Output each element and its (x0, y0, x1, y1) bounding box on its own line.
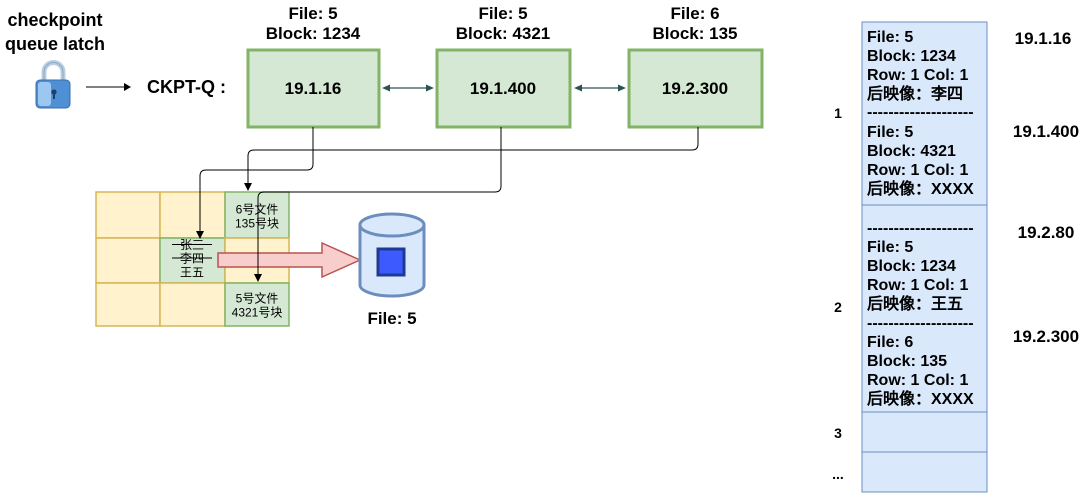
redo-entry-separator: -------------------- (867, 104, 974, 121)
redo-lsn-label-4: 19.2.300 (1013, 327, 1079, 346)
redo-entry-1-file: File: 5 (867, 29, 913, 46)
cache-block-r3c2 (159, 282, 226, 327)
queue-link-2-3 (574, 84, 626, 92)
redo-entry-4-block: Block: 135 (867, 353, 947, 370)
redo-entry-separator: -------------------- (867, 315, 974, 332)
buffer-2-file-label: File: 5 (478, 4, 527, 23)
redo-group-number-more: ... (832, 466, 844, 482)
redo-entry-4-row-col: Row: 1 Col: 1 (867, 372, 968, 389)
datafile-label: File: 5 (367, 309, 416, 328)
cache-block-r3c1 (95, 282, 161, 327)
buffer-2-block-label: Block: 4321 (456, 24, 551, 43)
buffer-3-box (627, 48, 764, 129)
block-file6-line2: 135号块 (235, 217, 279, 231)
redo-entry-4-after-image: 后映像：XXXX (867, 389, 974, 408)
buffer-1-lsn: 19.1.16 (285, 79, 342, 98)
redo-entry-1-block: Block: 1234 (867, 48, 956, 65)
redo-lsn-label-2: 19.1.400 (1013, 122, 1079, 141)
redo-entry-3-block: Block: 1234 (867, 258, 956, 275)
redo-entry-4-file: File: 6 (867, 334, 913, 351)
redo-log-box (861, 21, 988, 493)
buffer-3-file-label: File: 6 (670, 4, 719, 23)
queue-buffer-3: File: 6 Block: 135 19.2.300 (627, 4, 764, 129)
buffer-1-file-label: File: 5 (288, 4, 337, 23)
pointer-buffer2-to-block (254, 127, 502, 282)
latch-to-queue-arrow (86, 83, 131, 91)
redo-entry-2-row-col: Row: 1 Col: 1 (867, 162, 968, 179)
datafile-block-square (376, 247, 406, 277)
latch-label-line1: checkpoint (7, 10, 102, 30)
cache-block-r1c2 (159, 191, 226, 239)
redo-group-number-3: 3 (834, 425, 842, 441)
datafile-cylinder-top (358, 212, 426, 238)
block-file5-line2: 4321号块 (232, 306, 283, 320)
padlock-icon (35, 60, 71, 109)
queue-buffer-2: File: 5 Block: 4321 19.1.400 (435, 4, 572, 129)
queue-link-1-2 (382, 84, 434, 92)
block-file6-line1: 6号文件 (236, 202, 279, 217)
buffer-3-block-label: Block: 135 (652, 24, 737, 43)
buffer-1-block-label: Block: 1234 (266, 24, 361, 43)
redo-lsn-label-1: 19.1.16 (1015, 29, 1072, 48)
redo-entry-2-after-image: 后映像：XXXX (867, 179, 974, 198)
block-row-3: 王五 (180, 266, 204, 280)
database-icon (358, 212, 426, 298)
redo-entry-1-row-col: Row: 1 Col: 1 (867, 67, 968, 84)
cache-block-r1c1 (95, 191, 161, 239)
checkpoint-queue-label: CKPT-Q : (147, 77, 226, 97)
latch-label-line2: queue latch (5, 34, 105, 54)
redo-entry-separator: -------------------- (867, 220, 974, 237)
buffer-2-lsn: 19.1.400 (470, 79, 536, 98)
redo-entry-2-block: Block: 4321 (867, 143, 956, 160)
cache-block-file5-block4321 (224, 282, 290, 327)
flush-arrow (217, 241, 362, 279)
cache-block-rows (159, 237, 226, 284)
pointer-buffer3-to-block (244, 127, 699, 191)
buffer-3-lsn: 19.2.300 (662, 79, 728, 98)
redo-entry-3-after-image: 后映像：王五 (867, 294, 963, 313)
pointer-buffer1-to-block (196, 127, 314, 239)
redo-group-number-1: 1 (834, 105, 842, 121)
redo-entry-3-file: File: 5 (867, 239, 913, 256)
redo-entry-1-after-image: 后映像：李四 (867, 84, 963, 103)
redo-lsn-label-3: 19.2.80 (1018, 223, 1075, 242)
block-file5-line1: 5号文件 (236, 291, 279, 306)
queue-buffer-1: File: 5 Block: 1234 19.1.16 (246, 4, 381, 129)
redo-entry-2-file: File: 5 (867, 124, 913, 141)
redo-log: File: 5 Block: 1234 Row: 1 Col: 1 后映像：李四… (861, 21, 988, 493)
redo-entry-3-row-col: Row: 1 Col: 1 (867, 277, 968, 294)
buffer-2-box (435, 48, 572, 129)
redo-group-number-2: 2 (834, 299, 842, 315)
cache-block-r2c1 (95, 237, 161, 284)
